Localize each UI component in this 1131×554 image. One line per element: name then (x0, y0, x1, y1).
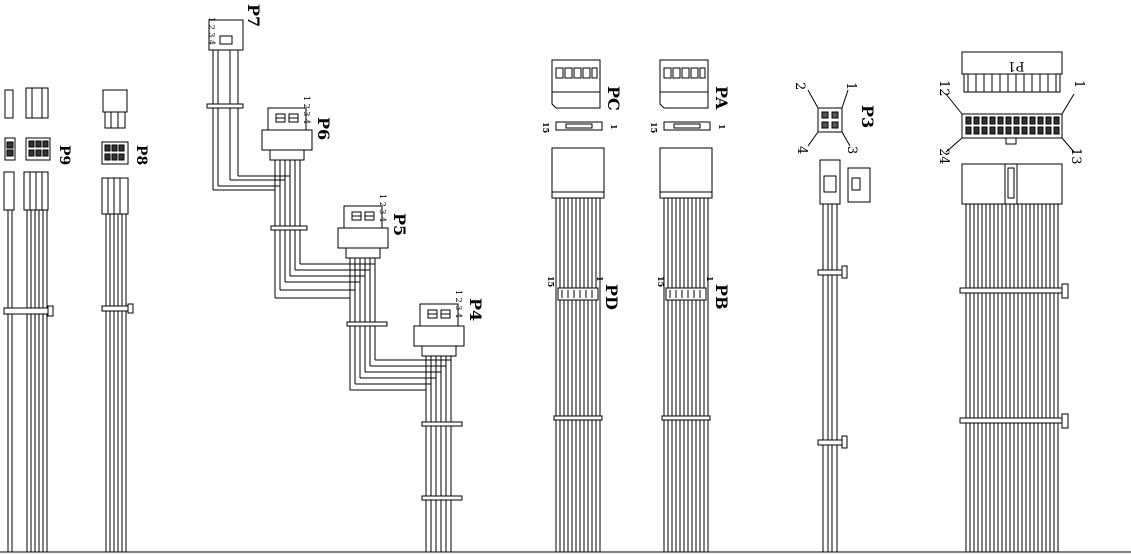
sata-cable-right (659, 59, 713, 552)
p5-pin-numbers: 1 2 3 4 (378, 194, 387, 222)
p3-pin-4: 4 (794, 146, 809, 154)
p3-pin-1: 1 (843, 82, 858, 90)
p3-pin-3: 3 (844, 146, 859, 154)
p9-label: P9 (56, 145, 72, 165)
p1-pin-13: 13 (1068, 148, 1083, 165)
p3-pin-2: 2 (792, 82, 807, 90)
p7-pin-numbers: 1 2 3 4 (207, 17, 216, 45)
p1-label: P1 (1007, 58, 1024, 73)
p1-pin-12: 12 (936, 80, 951, 97)
p8-label: P8 (133, 145, 149, 165)
pa-pin-15: 15 (649, 122, 659, 133)
pc-pin-1: 1 (609, 124, 619, 130)
pc-label: PC (604, 86, 623, 111)
pd-label: PD (602, 284, 621, 310)
p3-connector (807, 89, 871, 552)
sata-cable-left (551, 59, 605, 552)
pb-label: PB (712, 284, 731, 310)
p4-pin-numbers: 1 2 3 4 (454, 290, 463, 318)
pd-pin-15: 15 (546, 276, 556, 287)
p1-connector (945, 51, 1075, 552)
p1-pin-24: 24 (936, 148, 951, 165)
p4-label: P4 (466, 298, 485, 321)
p1-pin-1: 1 (1071, 80, 1086, 88)
pa-pin-1: 1 (717, 124, 727, 130)
pb-pin-15: 15 (656, 276, 666, 287)
p6-pin-numbers: 1 2 3 4 (302, 96, 311, 124)
pd-pin-1: 1 (595, 276, 605, 282)
pc-pin-15: 15 (541, 122, 551, 133)
molex-chain (206, 19, 465, 552)
pb-pin-1: 1 (705, 276, 715, 282)
p6-label: P6 (314, 117, 333, 140)
pa-label: PA (712, 86, 731, 110)
p8-connector (101, 89, 134, 552)
p7-label: P7 (244, 4, 263, 27)
p3-label: P3 (858, 105, 877, 128)
p5-label: P5 (390, 213, 409, 236)
p9-connector (3, 87, 54, 552)
